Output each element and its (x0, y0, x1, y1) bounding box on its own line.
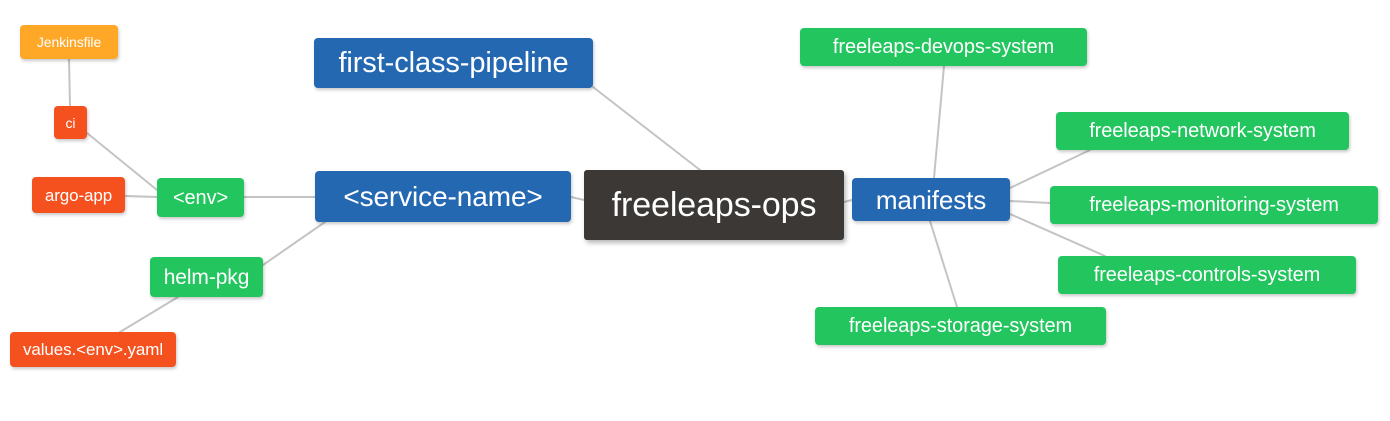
mindmap-node-label: freeleaps-network-system (1089, 120, 1316, 142)
edge-helm-pkg-to-service-name (262, 221, 326, 266)
edge-manifests-to-freeleaps-monitoring-system (1009, 200, 1051, 204)
mindmap-node-freeleaps-devops-system[interactable]: freeleaps-devops-system (800, 28, 1087, 66)
edge-manifests-to-freeleaps-network-system (1009, 149, 1091, 189)
edge-jenkinsfile-to-ci (68, 58, 71, 107)
mindmap-node-label: manifests (875, 184, 987, 215)
mindmap-node-label: freeleaps-devops-system (832, 36, 1055, 58)
edge-values-yaml-to-helm-pkg (119, 296, 179, 333)
edge-service-name-to-freeleaps-ops (570, 196, 585, 201)
edge-argo-app-to-env (124, 195, 158, 198)
mindmap-node-label: <env> (172, 186, 229, 209)
mindmap-node-values-yaml[interactable]: values.<env>.yaml (10, 332, 176, 367)
mindmap-node-label: <service-name> (343, 180, 543, 212)
mindmap-node-label: ci (65, 114, 76, 131)
mindmap-node-freeleaps-controls-system[interactable]: freeleaps-controls-system (1058, 256, 1356, 294)
mindmap-node-jenkinsfile[interactable]: Jenkinsfile (20, 25, 118, 59)
edge-first-class-pipeline-to-freeleaps-ops (592, 86, 701, 171)
mindmap-node-label: freeleaps-ops (611, 186, 817, 224)
mindmap-node-ci[interactable]: ci (54, 106, 87, 139)
mindmap-node-freeleaps-ops[interactable]: freeleaps-ops (584, 170, 844, 240)
mindmap-node-label: values.<env>.yaml (22, 340, 164, 359)
mindmap-node-env[interactable]: <env> (157, 178, 244, 217)
mindmap-node-label: freeleaps-monitoring-system (1089, 194, 1339, 216)
mindmap-node-label: freeleaps-controls-system (1093, 264, 1321, 286)
mindmap-node-label: freeleaps-storage-system (848, 315, 1073, 337)
edge-freeleaps-ops-to-manifests (843, 199, 853, 203)
mindmap-node-label: Jenkinsfile (36, 34, 102, 50)
mindmap-node-freeleaps-storage-system[interactable]: freeleaps-storage-system (815, 307, 1106, 345)
mindmap-node-argo-app[interactable]: argo-app (32, 177, 125, 213)
mindmap-node-service-name[interactable]: <service-name> (315, 171, 571, 222)
edge-manifests-to-freeleaps-devops-system (933, 65, 945, 179)
mindmap-node-freeleaps-monitoring-system[interactable]: freeleaps-monitoring-system (1050, 186, 1378, 224)
mindmap-node-first-class-pipeline[interactable]: first-class-pipeline (314, 38, 593, 88)
mindmap-node-label: argo-app (44, 185, 113, 205)
mindmap-node-manifests[interactable]: manifests (852, 178, 1010, 221)
mindmap-node-freeleaps-network-system[interactable]: freeleaps-network-system (1056, 112, 1349, 150)
mindmap-node-label: first-class-pipeline (338, 46, 569, 79)
mindmap-node-helm-pkg[interactable]: helm-pkg (150, 257, 263, 297)
mindmap-node-label: helm-pkg (163, 265, 250, 289)
edge-manifests-to-freeleaps-storage-system (929, 220, 958, 308)
